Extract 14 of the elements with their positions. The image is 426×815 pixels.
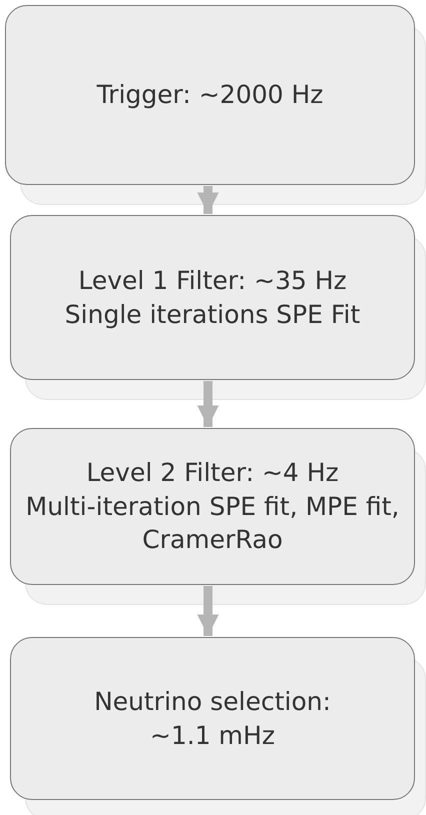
- box-text: Level 2 Filter: ~4 Hz: [86, 456, 339, 489]
- box-text: Single iterations SPE Fit: [64, 298, 360, 330]
- arrow: [197, 381, 219, 427]
- box-text: ~1.1 mHz: [150, 720, 275, 752]
- process-box: [10, 428, 415, 585]
- box-text: Trigger: ~2000 Hz: [96, 79, 324, 112]
- process-box: [5, 5, 415, 185]
- arrow: [197, 186, 219, 214]
- process-box: [10, 637, 415, 800]
- box-text: Neutrino selection:: [94, 686, 331, 718]
- process-box: [10, 215, 415, 380]
- box-text: Multi-iteration SPE fit, MPE fit, CramerRao: [24, 490, 400, 556]
- box-text: Level 1 Filter: ~35 Hz: [78, 264, 347, 297]
- arrow: [197, 586, 219, 636]
